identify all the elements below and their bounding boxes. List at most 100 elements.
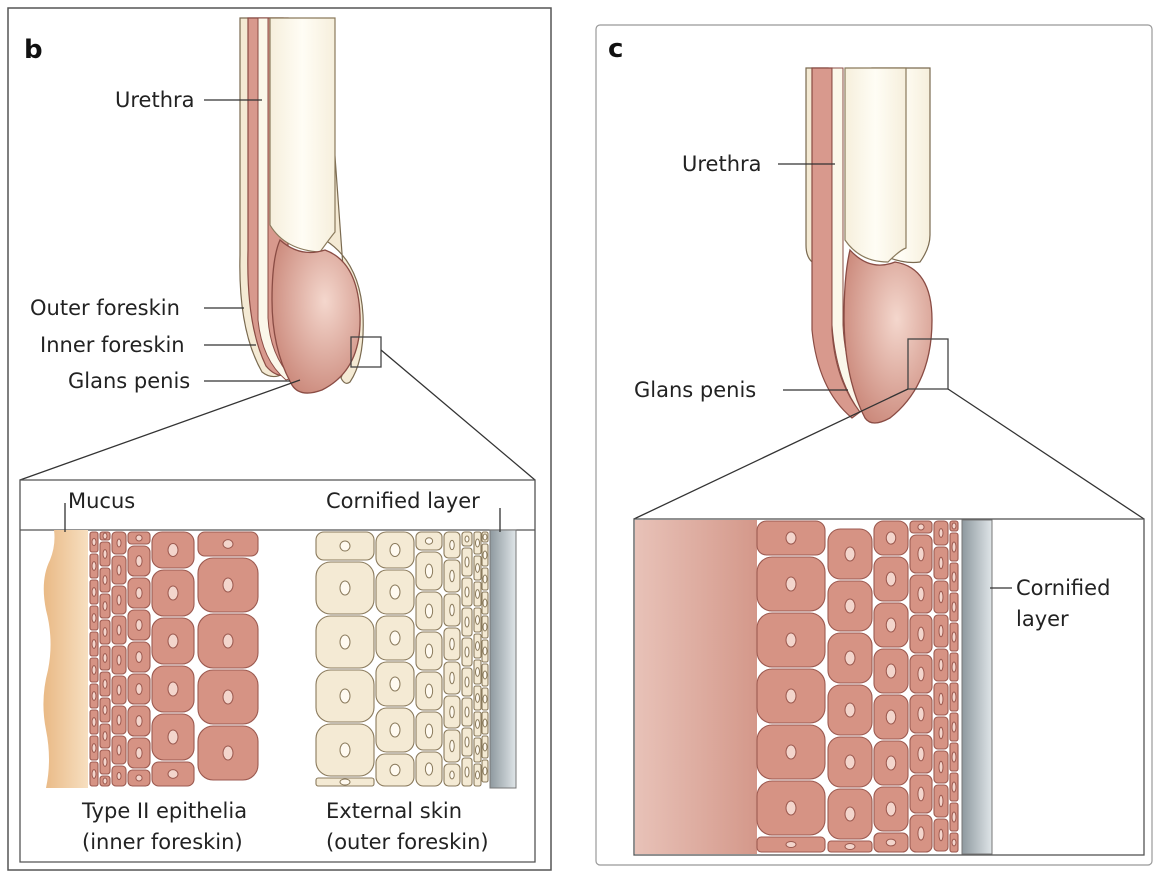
cornified-layer-c	[962, 520, 992, 854]
cell-nucleus	[483, 623, 487, 631]
cell-nucleus	[939, 829, 943, 841]
cell-nucleus	[223, 746, 233, 760]
cell-nucleus	[476, 746, 480, 755]
cell-nucleus	[425, 604, 432, 618]
cell-nucleus	[476, 539, 480, 547]
cell-nucleus	[117, 772, 121, 779]
cell-nucleus	[465, 587, 469, 597]
cell-nucleus	[886, 756, 896, 770]
cell-nucleus	[117, 595, 121, 605]
cell-nucleus	[103, 778, 107, 784]
cell-nucleus	[886, 710, 896, 724]
cell-nucleus	[845, 807, 855, 821]
cell-nucleus	[450, 672, 454, 684]
cell-nucleus	[390, 544, 400, 557]
cell-nucleus	[92, 640, 96, 649]
cell-nucleus	[483, 671, 487, 679]
cell-nucleus	[939, 727, 943, 739]
cell-nucleus	[476, 668, 480, 677]
external-label-line2: (outer foreskin)	[326, 830, 489, 854]
zoom-line-left-b	[20, 380, 300, 480]
cell-nucleus	[390, 677, 400, 691]
cell-nucleus	[103, 533, 107, 539]
cell-nucleus	[918, 547, 924, 561]
cell-nucleus	[136, 775, 142, 781]
cell-nucleus	[845, 844, 855, 850]
cell-nucleus	[117, 745, 121, 755]
cell-nucleus	[390, 723, 400, 737]
penis-illustration-b	[240, 18, 381, 393]
cell-nucleus	[939, 557, 943, 569]
cell-nucleus	[952, 839, 956, 846]
cell-nucleus	[450, 638, 454, 650]
cell-nucleus	[425, 684, 432, 698]
cornified-label-c-line1: Cornified	[1016, 576, 1110, 600]
cell-nucleus	[952, 722, 956, 732]
cell-nucleus	[939, 761, 943, 773]
cell-nucleus	[92, 666, 96, 675]
zoom-line-right-c	[948, 389, 1144, 519]
cell-nucleus	[92, 770, 96, 779]
cell-nucleus	[103, 758, 107, 767]
shaft-body-b	[270, 18, 335, 252]
mucus-layer	[43, 530, 88, 788]
cell-nucleus	[92, 692, 96, 701]
cell-nucleus	[476, 642, 480, 651]
cell-nucleus	[117, 539, 121, 547]
cell-nucleus	[92, 718, 96, 727]
cell-nucleus	[939, 795, 943, 807]
cell-nucleus	[483, 743, 487, 751]
mucus-label: Mucus	[68, 489, 135, 513]
glans-epithelial-cells	[757, 521, 958, 852]
cell-nucleus	[786, 745, 796, 759]
panel-c: c Urethra Glans penis Cornified layer	[596, 25, 1152, 865]
cell-nucleus	[886, 802, 896, 816]
panel-b-letter: b	[24, 35, 43, 65]
type2-label-line1: Type II epithelia	[81, 799, 247, 823]
cell-nucleus	[845, 547, 855, 561]
cell-nucleus	[952, 572, 956, 582]
cornified-label-c-line2: layer	[1016, 607, 1069, 631]
external-label-line1: External skin	[326, 799, 462, 823]
cell-nucleus	[786, 577, 796, 591]
cell-nucleus	[845, 703, 855, 717]
cell-nucleus	[168, 586, 178, 600]
cell-nucleus	[450, 604, 454, 616]
glans-label-c: Glans penis	[634, 378, 756, 402]
panel-c-letter: c	[608, 34, 623, 64]
cell-nucleus	[223, 690, 233, 704]
cell-nucleus	[168, 682, 178, 696]
cell-nucleus	[483, 599, 487, 607]
cell-nucleus	[103, 602, 107, 611]
cell-nucleus	[952, 752, 956, 762]
glans-c	[844, 250, 932, 423]
cell-nucleus	[918, 524, 924, 530]
cell-nucleus	[483, 551, 487, 559]
cell-nucleus	[340, 581, 350, 595]
cell-nucleus	[450, 540, 454, 549]
cell-nucleus	[939, 529, 943, 538]
cell-nucleus	[425, 763, 432, 775]
cell-nucleus	[476, 720, 480, 729]
cell-nucleus	[476, 590, 480, 599]
cell-nucleus	[117, 565, 121, 575]
cell-nucleus	[136, 684, 142, 695]
cell-nucleus	[117, 655, 121, 665]
cell-nucleus	[425, 644, 432, 658]
cell-nucleus	[136, 652, 142, 663]
cell-nucleus	[476, 771, 480, 779]
cell-nucleus	[918, 707, 924, 721]
cell-nucleus	[952, 812, 956, 822]
cell-nucleus	[918, 747, 924, 761]
cell-nucleus	[886, 839, 896, 846]
cell-nucleus	[952, 602, 956, 612]
cell-nucleus	[92, 614, 96, 623]
cell-nucleus	[117, 715, 121, 725]
cell-nucleus	[168, 770, 178, 779]
cell-nucleus	[786, 532, 796, 544]
external-skin-cells	[316, 532, 488, 786]
cell-nucleus	[952, 692, 956, 702]
cell-nucleus	[340, 541, 350, 551]
cell-nucleus	[886, 618, 896, 632]
